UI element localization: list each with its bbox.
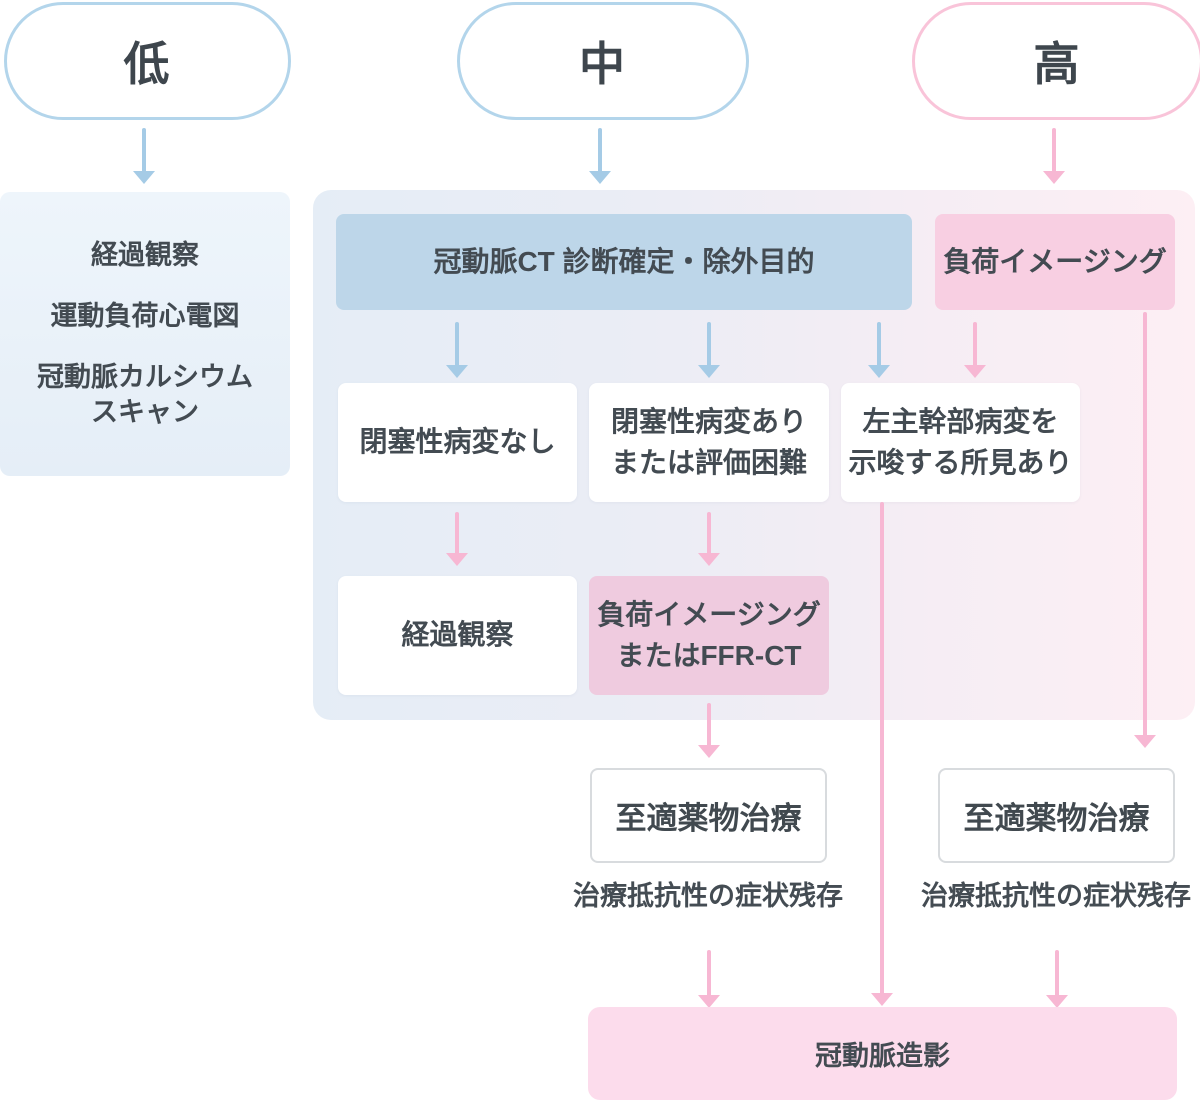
node-obstructive-lesion: 閉塞性病変あり または評価困難 [589,383,829,502]
arrow-ffr-to-omt-left [698,703,720,758]
arrow-low-to-panel [133,128,155,184]
arrow-left-main-to-angiography [871,502,893,1006]
risk-pill-high: 高 [912,2,1200,120]
arrow-lesion-to-stress-ffr [698,512,720,566]
arrow-stress-to-left-main [964,322,986,378]
arrow-high-to-panel [1043,128,1065,184]
low-risk-item-followup: 経過観察 [91,239,199,270]
arrow-ct-to-lesion [698,322,720,378]
node-coronary-ct: 冠動脈CT 診断確定・除外目的 [336,214,912,310]
node-left-main-lesion: 左主幹部病変を 示唆する所見あり [841,383,1080,502]
node-omt-left: 至適薬物治療 [590,768,827,863]
arrow-resistant-left-to-angiography [698,950,720,1008]
low-risk-item-calcium-scan: 冠動脈カルシウム スキャン [37,362,253,428]
arrow-stress-to-omt-right [1134,312,1156,748]
node-stress-imaging-top: 負荷イメージング [935,214,1175,310]
risk-pill-mid: 中 [457,2,749,120]
arrow-ct-to-no-lesion [446,322,468,378]
low-risk-panel: 経過観察 運動負荷心電図 冠動脈カルシウム スキャン [0,192,290,476]
label-resistant-left: 治療抵抗性の症状残存 [573,881,843,911]
arrow-resistant-right-to-angiography [1046,950,1068,1008]
risk-pill-low: 低 [4,2,291,120]
node-followup: 経過観察 [338,576,577,695]
node-coronary-angiography: 冠動脈造影 [588,1007,1177,1100]
node-no-obstructive-lesion: 閉塞性病変なし [338,383,577,502]
node-stress-ffr-ct: 負荷イメージング またはFFR-CT [589,576,829,695]
low-risk-item-exercise-ecg: 運動負荷心電図 [50,300,240,331]
arrow-ct-to-left-main [868,322,890,378]
arrow-mid-to-panel [589,128,611,184]
label-resistant-right: 治療抵抗性の症状残存 [921,881,1191,911]
node-omt-right: 至適薬物治療 [938,768,1175,863]
arrow-no-lesion-to-followup [446,512,468,566]
